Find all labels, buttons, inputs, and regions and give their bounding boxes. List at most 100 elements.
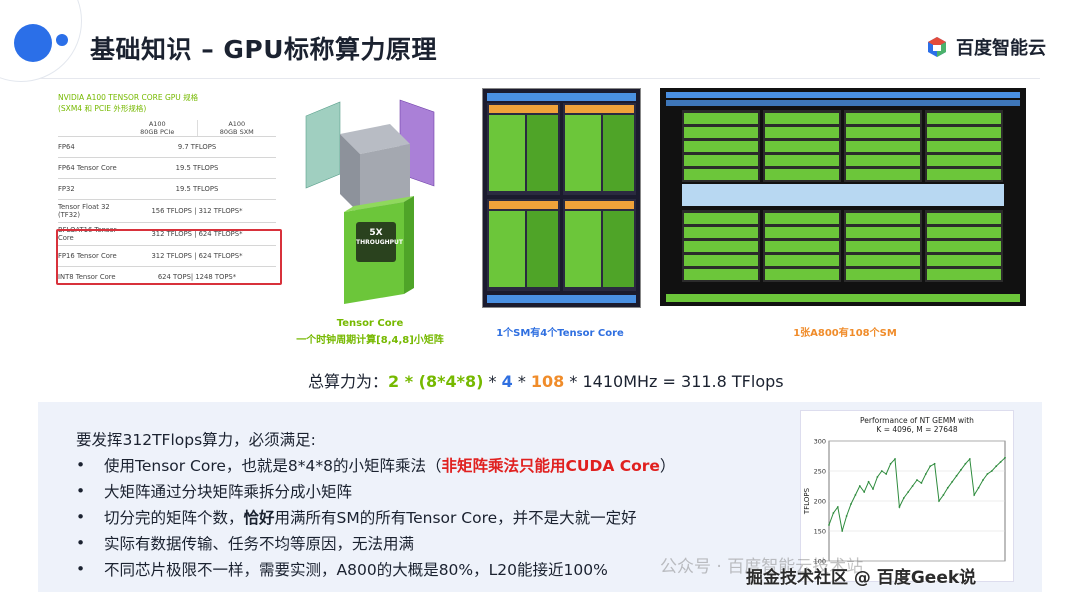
requirement-item: • 不同芯片极限不一样，需要实测，A800的大概是80%，L20能接近100% xyxy=(76,556,675,582)
data-point xyxy=(933,462,936,465)
y-tick-label: 250 xyxy=(814,468,826,476)
requirement-text: 切分完的矩阵个数， xyxy=(104,509,244,527)
decorative-circle-small xyxy=(56,34,68,46)
formula-tensor-cores: 4 xyxy=(501,372,513,391)
spec-row-label: FP64 Tensor Core xyxy=(58,164,117,172)
data-point xyxy=(872,488,874,490)
data-point xyxy=(845,515,848,517)
spec-col-pcie: A100 80GB PCIe xyxy=(140,120,175,136)
data-point xyxy=(841,530,844,532)
tensor-core-caption-2: 一个时钟周期计算[8,4,8]小矩阵 xyxy=(296,335,444,346)
spec-row-value: 312 TFLOPS | 624 TFLOPS* xyxy=(151,230,243,238)
data-point xyxy=(907,491,910,493)
data-point xyxy=(902,497,905,499)
spec-row-value: 19.5 TFLOPS xyxy=(175,164,219,172)
formula-prefix: 总算力为： xyxy=(308,372,389,391)
gpc-block xyxy=(682,210,760,282)
spec-row-label: FP16 Tensor Core xyxy=(58,252,117,260)
y-tick-label: 300 xyxy=(814,438,826,446)
bullet-dot: • xyxy=(76,560,86,578)
data-point xyxy=(986,473,989,475)
gpu-caption: 1张A800有108个SM xyxy=(793,328,897,339)
data-point xyxy=(946,486,949,489)
spec-row-label: FP32 xyxy=(58,185,75,193)
requirement-item: •使用Tensor Core，也就是8*4*8的小矩阵乘法（非矩阵乘法只能用CU… xyxy=(76,452,675,478)
spec-row: FP64 Tensor Core 19.5 TFLOPS xyxy=(58,157,276,178)
sm-partition xyxy=(487,199,560,291)
header-divider xyxy=(40,78,1040,79)
sm-partition xyxy=(563,199,636,291)
y-tick-label: 100 xyxy=(814,558,826,566)
sm-partition xyxy=(563,103,636,195)
data-point xyxy=(938,500,940,502)
spec-row: Tensor Float 32 (TF32)156 TFLOPS | 312 T… xyxy=(58,199,276,222)
spec-heading-1: NVIDIA A100 TENSOR CORE GPU 规格 xyxy=(58,93,199,102)
y-tick-label: 200 xyxy=(814,498,826,506)
requirement-text: 实际有数据传输、任务不均等原因，无法用满 xyxy=(104,535,415,553)
data-point xyxy=(924,473,927,475)
brand-logo: 百度智能云 xyxy=(926,34,1046,60)
data-point xyxy=(911,485,914,487)
gpc-block xyxy=(763,210,841,282)
data-point xyxy=(836,506,839,508)
formula-op-1: * xyxy=(483,372,502,391)
data-point xyxy=(1004,456,1006,459)
formula-suffix: * 1410MHz = 311.8 TFlops xyxy=(564,372,784,391)
y-axis-label: TFLOPS xyxy=(803,487,811,515)
data-point xyxy=(898,506,901,508)
data-point xyxy=(850,503,852,505)
data-point xyxy=(854,494,857,496)
sm-partition xyxy=(487,103,560,195)
requirement-item: • 实际有数据传输、任务不均等原因，无法用满 xyxy=(76,530,675,556)
matrix-a-icon xyxy=(305,101,341,189)
data-point xyxy=(960,468,962,471)
data-point xyxy=(885,473,888,475)
bullet-dot: • xyxy=(76,482,86,500)
bullet-dot: • xyxy=(76,456,86,474)
data-point xyxy=(995,465,998,468)
cube-logo-icon xyxy=(928,37,946,57)
requirements-title: 要发挥312TFlops算力，必须满足: xyxy=(76,431,316,449)
data-point xyxy=(977,486,980,489)
watermark-juejin: 掘金技术社区 @ 百度Geek说 xyxy=(746,568,977,588)
data-point xyxy=(828,524,830,526)
y-tick-label: 150 xyxy=(814,528,826,536)
data-point xyxy=(876,476,879,478)
requirement-text: 使用Tensor Core，也就是8*4*8的小矩阵乘法（ xyxy=(104,457,442,475)
gpc-block xyxy=(763,110,841,182)
data-point xyxy=(858,485,861,487)
throughput-5x: 5X xyxy=(369,228,383,238)
requirement-item: •切分完的矩阵个数，恰好用满所有SM的所有Tensor Core，并不是大就一定… xyxy=(76,504,675,530)
throughput-badge xyxy=(356,222,396,262)
data-point xyxy=(942,494,945,496)
slide-title: 基础知识 – GPU标称算力原理 xyxy=(90,35,438,64)
data-point xyxy=(832,512,835,514)
bullet-dot: • xyxy=(76,534,86,552)
requirement-text-tail: 用满所有SM的所有Tensor Core，并不是大就一定好 xyxy=(274,509,637,527)
formula-sm-count: 108 xyxy=(530,372,565,391)
data-point xyxy=(880,470,883,472)
data-point xyxy=(964,462,967,465)
tensor-core-illustration xyxy=(305,99,435,304)
requirements-list: •使用Tensor Core，也就是8*4*8的小矩阵乘法（非矩阵乘法只能用CU… xyxy=(76,452,675,582)
data-point xyxy=(999,461,1002,463)
spec-column-headers: A100 80GB PCIe A100 80GB SXM xyxy=(58,120,276,136)
spec-row-value: 624 TOPS| 1248 TOPS* xyxy=(157,273,237,281)
requirement-text: 不同芯片极限不一样，需要实测，A800的大概是80%，L20能接近100% xyxy=(104,561,608,579)
spec-col-sxm: A100 80GB SXM xyxy=(196,120,277,136)
total-compute-formula: 总算力为：2 * (8*4*8) * 4 * 108 * 1410MHz = 3… xyxy=(308,368,784,392)
requirement-emphasis: 恰好 xyxy=(243,509,275,527)
data-point xyxy=(867,480,870,483)
requirement-text: 大矩阵通过分块矩阵乘拆分成小矩阵 xyxy=(104,483,353,501)
sm-diagram xyxy=(482,88,641,308)
data-point xyxy=(916,479,918,481)
sm-caption: 1个SM有4个Tensor Core xyxy=(496,328,624,339)
spec-row-value: 9.7 TFLOPS xyxy=(177,143,217,151)
data-point xyxy=(990,470,993,472)
